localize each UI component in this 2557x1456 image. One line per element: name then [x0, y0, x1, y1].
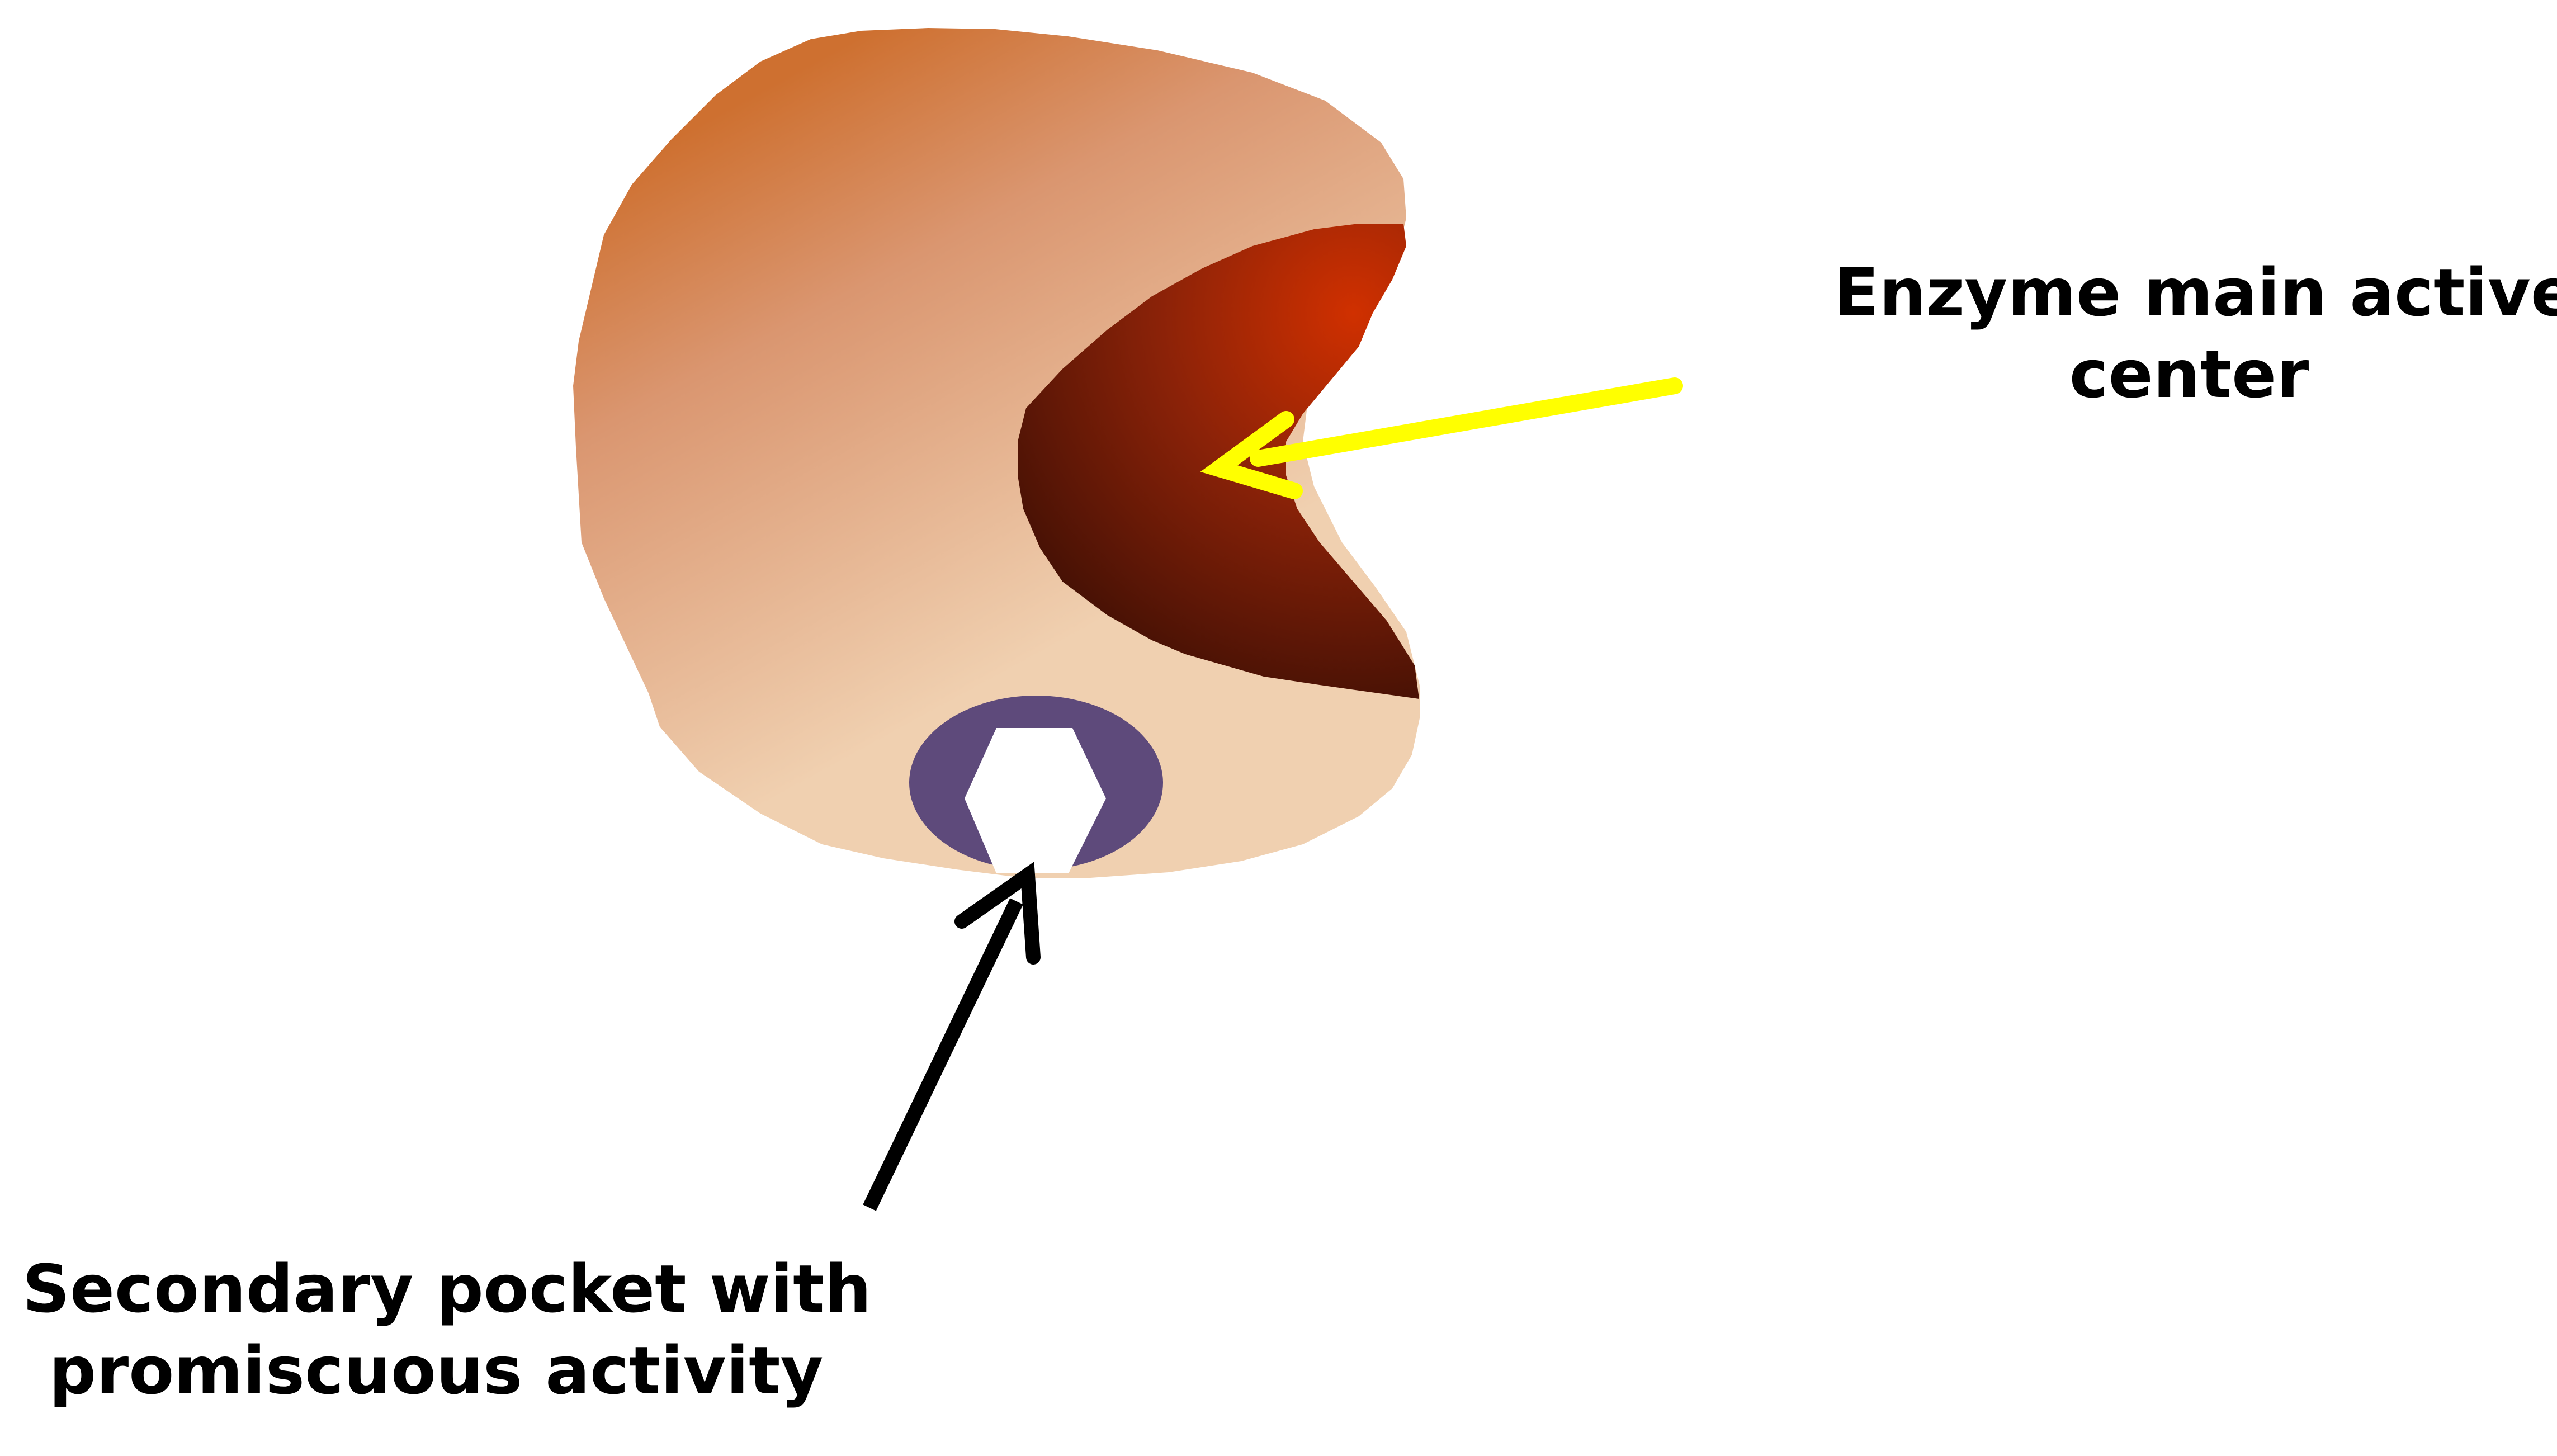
- main-active-center-label: Enzyme main active center: [1834, 252, 2557, 415]
- arrow-secondary-shaft: [863, 898, 1023, 1211]
- arrow-main-active-center: [1200, 377, 1683, 499]
- arrow-secondary-head: [954, 862, 1041, 965]
- arrow-main-head: [1200, 411, 1303, 499]
- secondary-pocket-label: Secondary pocket with promiscuous activi…: [22, 1248, 872, 1411]
- arrow-main-shaft: [1250, 377, 1683, 467]
- enzyme-body: [573, 28, 1420, 878]
- main-active-center-label-line-2: center: [2069, 335, 2309, 413]
- secondary-pocket-label-line-1: Secondary pocket with: [22, 1250, 872, 1327]
- arrow-secondary-pocket: [863, 862, 1041, 1211]
- main-active-center-label-line-1: Enzyme main active: [1834, 254, 2557, 331]
- substrate-hexagon: [965, 728, 1106, 873]
- secondary-pocket-label-line-2: promiscuous activity: [49, 1332, 824, 1409]
